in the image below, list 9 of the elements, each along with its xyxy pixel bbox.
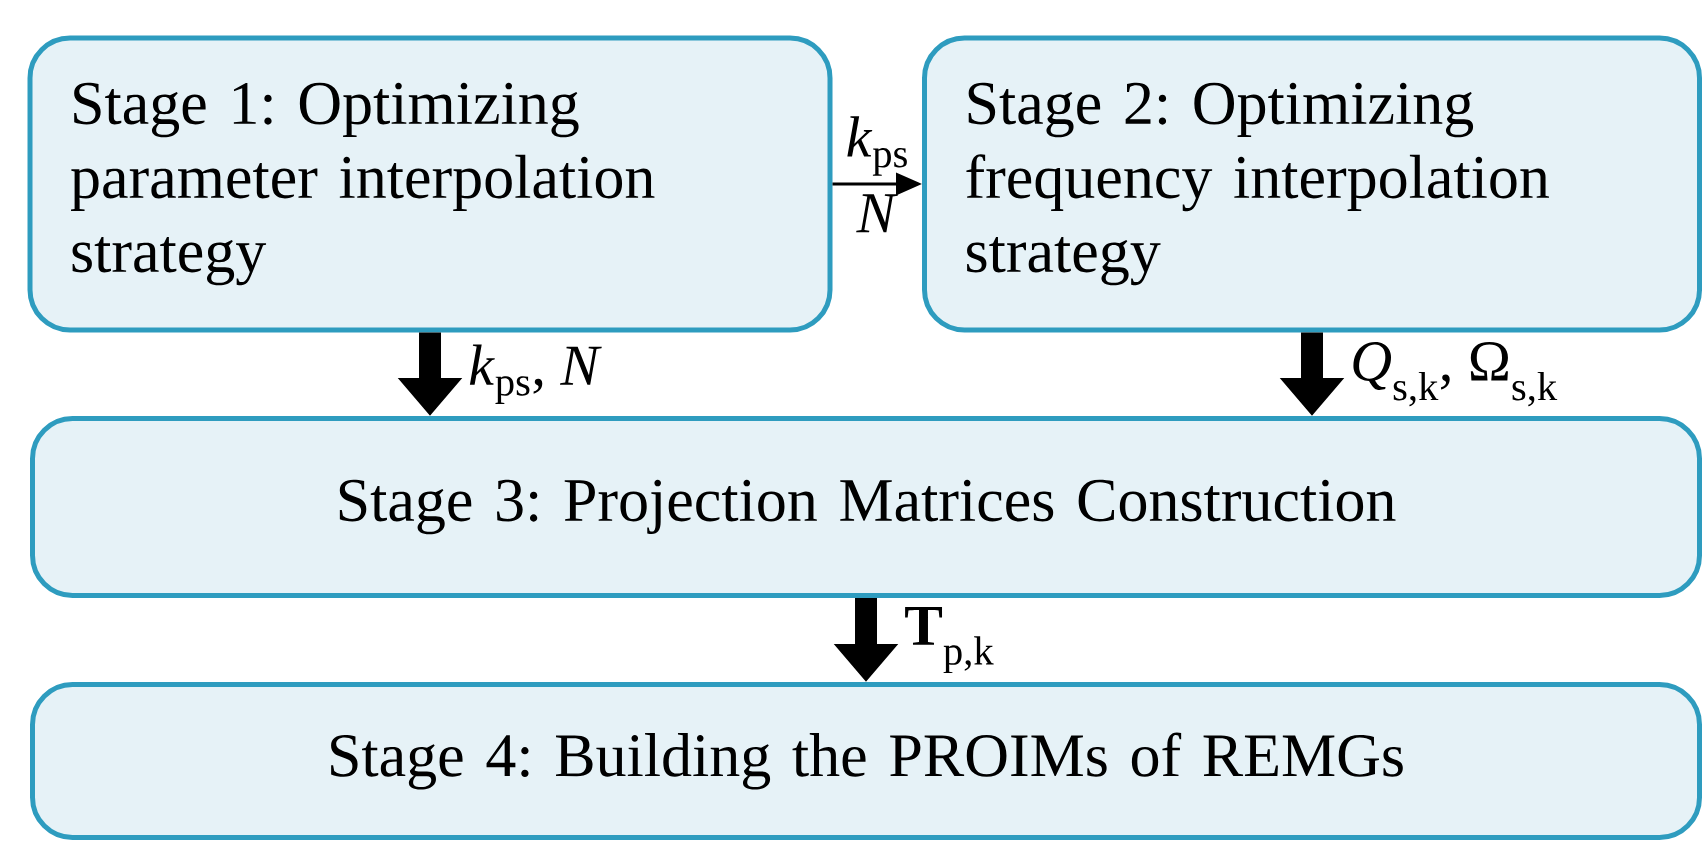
stage-box: Stage 3: Projection Matrices Construction (30, 416, 1702, 598)
symbol-label: N (856, 194, 898, 233)
edge-label: Q$_{s,k}$, Ω$_{s,k}$ (1353, 342, 1558, 407)
edge-label: k$_{ps}$ (847, 116, 907, 176)
edge-label: T$_{p,k}$ (905, 606, 994, 674)
stage-box: Stage 4: Building the PROIMs of REMGs (30, 682, 1702, 840)
edge-label: k$_{ps}$, N (469, 344, 602, 404)
stage-box: Stage 2: Optimizing frequency interpolation strategy (922, 35, 1702, 333)
stage-box: Stage 1: Optimizing parameter interpolation strategy (27, 35, 833, 333)
